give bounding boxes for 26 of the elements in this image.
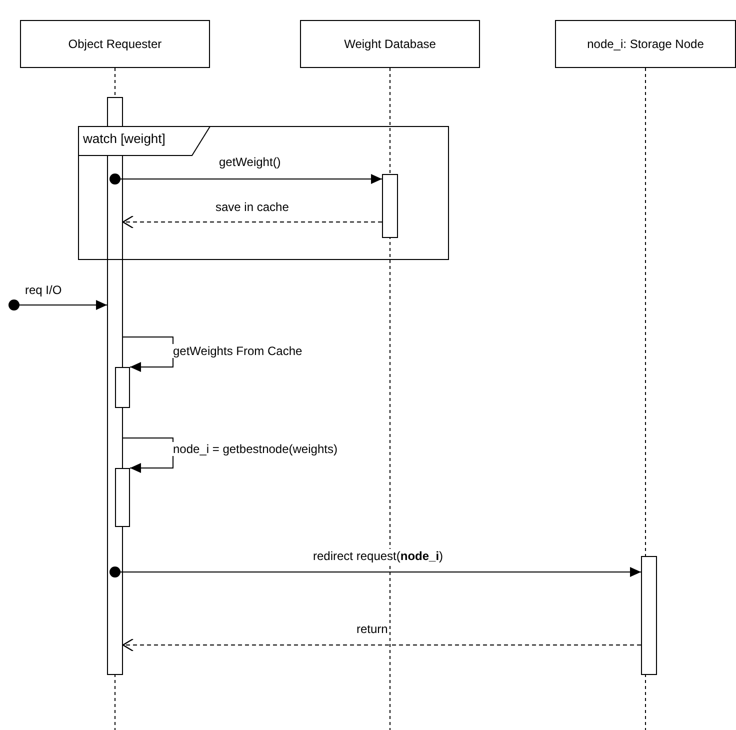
message-arrow (110, 174, 382, 184)
activation-bar (382, 174, 398, 238)
activation-bar (115, 367, 130, 408)
activation-bar (641, 556, 657, 675)
message-arrow (122, 438, 174, 473)
message-label: getWeights From Cache (172, 344, 304, 358)
participant-box (555, 20, 736, 68)
participant-name: node_i: Storage Node (587, 37, 704, 51)
message-arrow (122, 215, 382, 229)
fragment-frame (78, 126, 449, 260)
message-label: save in cache (214, 200, 290, 214)
message-label: return (356, 622, 389, 636)
participant-box (300, 20, 480, 68)
fragment-condition: watch [weight] (83, 131, 166, 146)
message-arrow (122, 336, 174, 372)
message-label: redirect request(node_i) (312, 549, 444, 563)
message-label: node_i = getbestnode(weights) (172, 442, 338, 456)
participant-name: Weight Database (344, 37, 436, 51)
message-arrow (110, 566, 642, 578)
activation-bar (115, 468, 130, 527)
participant-name: Object Requester (68, 37, 162, 51)
message-arrow (122, 638, 642, 652)
participant-box (20, 20, 210, 68)
message-arrow (8, 300, 108, 310)
message-label: getWeight() (218, 155, 282, 169)
message-label: req I/O (24, 283, 63, 297)
